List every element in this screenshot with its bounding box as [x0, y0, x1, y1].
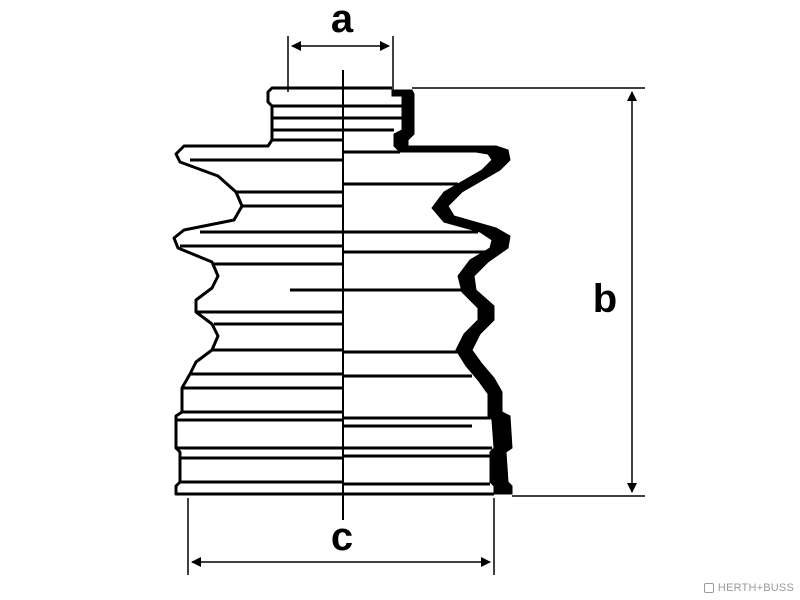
dimension-b: b: [412, 87, 645, 497]
watermark-text: HERTH+BUSS: [717, 582, 794, 594]
dimension-c: c: [187, 498, 495, 575]
dimension-b-label: b: [593, 277, 617, 321]
watermark: HERTH+BUSS: [703, 582, 794, 594]
boot-outer-view: [172, 86, 343, 496]
boot-section-view: [343, 86, 513, 496]
dimension-a-label: a: [331, 0, 354, 41]
dimension-c-label: c: [331, 515, 353, 559]
brand-logo-icon: [703, 583, 714, 593]
dimension-a: a: [287, 0, 394, 92]
section-wall: [391, 89, 513, 495]
